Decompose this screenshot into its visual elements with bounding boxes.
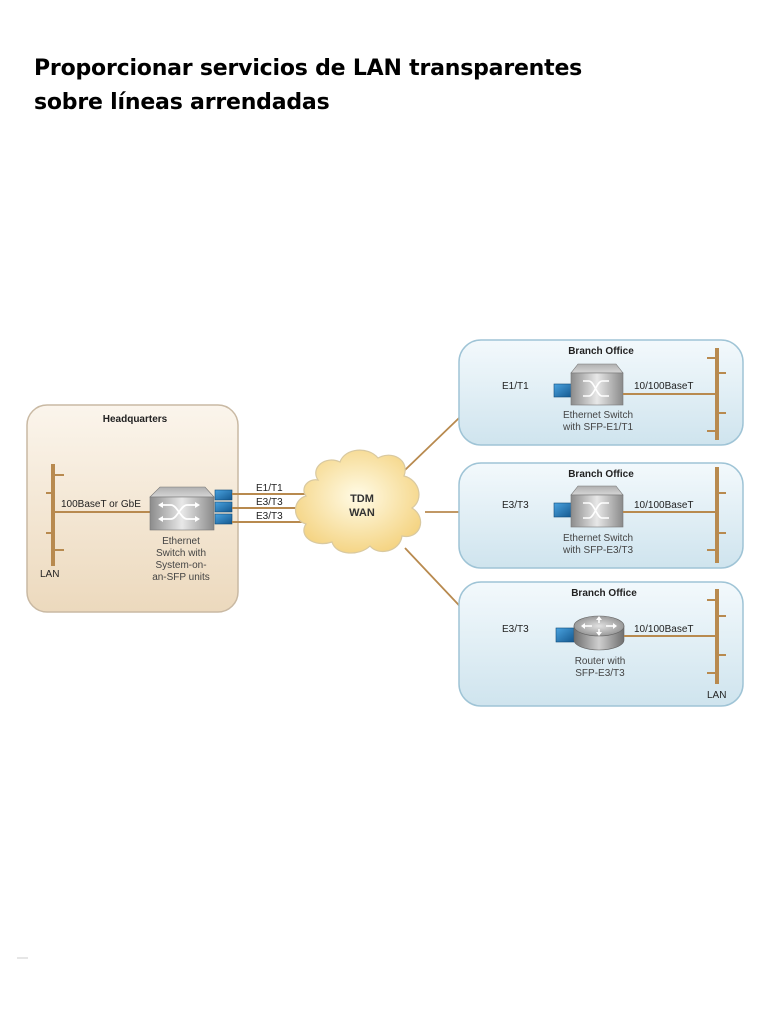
- branch-lan-label: LAN: [707, 690, 726, 701]
- page-title-line-1: Proporcionar servicios de LAN transparen…: [34, 56, 583, 81]
- sfp-module-icon: [553, 383, 573, 398]
- svg-text:Ethernet: Ethernet: [162, 536, 200, 547]
- branch-office-1: Branch Office E1/T1 10/100BaseT Ethernet…: [458, 339, 744, 446]
- hq-lan-bus: [46, 464, 64, 566]
- branch-device-caption: Router with: [575, 656, 626, 667]
- svg-text:System-on-: System-on-: [155, 560, 206, 571]
- branch-lan-bus: [707, 348, 726, 440]
- branch-wan-link-label: E3/T3: [502, 624, 529, 635]
- branch-device-caption: with SFP-E3/T3: [562, 545, 633, 556]
- branch-office-2: Branch Office E3/T3 10/100BaseT Ethernet…: [458, 462, 744, 569]
- wan-label-line-1: TDM: [350, 493, 374, 505]
- sfp-module-icon: [555, 627, 575, 643]
- branch-device-caption: Ethernet Switch: [563, 410, 633, 421]
- branch-label: Branch Office: [571, 588, 637, 599]
- hq-wan-links: E1/T1 E3/T3 E3/T3: [232, 483, 316, 523]
- svg-text:Switch with: Switch with: [156, 548, 206, 559]
- branch-wan-link-label: E1/T1: [502, 381, 529, 392]
- branch-label: Branch Office: [568, 346, 634, 357]
- page-title: Proporcionar servicios de LAN transparen…: [34, 52, 654, 120]
- sfp-module-icon: [553, 502, 573, 518]
- hq-link-label: 100BaseT or GbE: [61, 499, 141, 510]
- hq-device-caption: Ethernet Switch with System-on- an-SFP u…: [152, 536, 210, 583]
- footer-mark: [17, 957, 28, 959]
- branch-device-caption: with SFP-E1/T1: [562, 422, 633, 433]
- sfp-unit-icon: [214, 513, 233, 525]
- branch-lan-bus: [707, 467, 726, 563]
- router-icon[interactable]: [573, 615, 625, 651]
- ethernet-switch-icon[interactable]: [570, 485, 624, 528]
- wan-link-label: E3/T3: [256, 497, 283, 508]
- branch-lan-bus: [707, 589, 726, 684]
- sfp-unit-icon: [214, 489, 233, 501]
- branch-lan-link-label: 10/100BaseT: [634, 624, 694, 635]
- branch-device-caption: Ethernet Switch: [563, 533, 633, 544]
- hq-lan-label: LAN: [40, 569, 59, 580]
- branch-device-caption: SFP-E3/T3: [575, 668, 625, 679]
- page-title-line-2: sobre líneas arrendadas: [34, 90, 330, 115]
- tdm-wan-cloud-icon: TDM WAN: [294, 449, 422, 554]
- branch-lan-link-label: 10/100BaseT: [634, 500, 694, 511]
- branch-wan-link-label: E3/T3: [502, 500, 529, 511]
- headquarters-site: Headquarters LAN 100BaseT or GbE: [26, 404, 239, 613]
- sfp-unit-icon: [214, 501, 233, 513]
- wan-link-label: E3/T3: [256, 511, 283, 522]
- svg-text:an-SFP units: an-SFP units: [152, 572, 210, 583]
- branch-lan-link-label: 10/100BaseT: [634, 381, 694, 392]
- branch-office-3: Branch Office E3/T3 10/100BaseT: [458, 581, 744, 707]
- wan-link-label: E1/T1: [256, 483, 283, 494]
- ethernet-switch-icon[interactable]: [570, 363, 624, 406]
- hq-ethernet-switch-icon[interactable]: [149, 486, 215, 531]
- headquarters-label: Headquarters: [103, 414, 168, 425]
- branch-label: Branch Office: [568, 469, 634, 480]
- wan-label-line-2: WAN: [349, 507, 375, 519]
